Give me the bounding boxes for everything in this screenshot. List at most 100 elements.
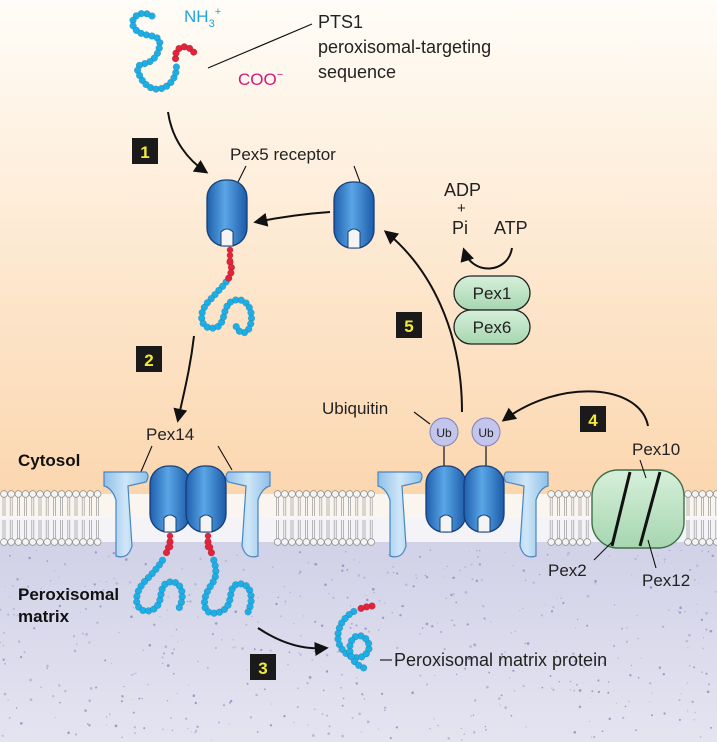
speckle [602,662,605,665]
speckle [89,687,93,690]
speckle [512,565,514,567]
speckle [46,560,49,562]
speckle [573,731,577,734]
arrow-step-3 [257,627,329,656]
speckle [566,575,568,577]
speckle [340,673,343,676]
speckle [714,590,717,593]
speckle [328,593,330,595]
released-matrix-protein [334,602,376,672]
speckle [472,731,476,734]
speckle [443,647,446,651]
speckle [162,728,164,731]
speckle [381,692,384,695]
speckle [54,716,56,718]
speckle [133,673,135,675]
speckle [373,591,375,594]
pts1-bead [226,252,234,259]
speckle [357,574,361,577]
speckle [299,570,302,573]
speckle [474,699,477,702]
step-badge-1: 1 [132,138,158,164]
speckle [72,635,76,638]
speckle [269,649,272,652]
speckle [320,624,324,627]
speckle [636,554,639,557]
matrix-label-line1: Peroxisomal [18,585,119,604]
speckle [608,717,611,721]
speckle [209,572,211,575]
speckle [199,557,202,560]
step-number-5: 5 [404,317,413,336]
step-number-4: 4 [588,411,598,430]
speckle [166,664,170,667]
speckle [707,550,710,553]
speckle [341,569,344,572]
speckle [128,581,132,584]
speckle [625,640,629,643]
speckle [694,711,696,713]
speckle [445,597,448,600]
speckle [115,582,118,585]
speckle [464,566,467,569]
speckle [167,595,170,598]
speckle [1,734,4,737]
chain-bead [162,548,171,557]
speckle [284,600,287,603]
speckle [573,689,576,692]
speckle [450,593,453,597]
speckle [88,699,92,703]
speckle [476,555,480,559]
speckle [384,602,386,604]
speckle [634,557,637,561]
step-number-3: 3 [258,659,267,678]
speckle [99,605,102,608]
arrow-step-2 [173,335,195,423]
speckle [46,667,48,670]
speckle [9,554,11,557]
speckle [438,659,441,662]
speckle [176,692,178,694]
speckle [3,662,7,665]
speckle [113,577,116,580]
speckle [711,554,714,558]
speckle [12,607,15,610]
speckle [395,665,397,667]
speckle [106,716,108,718]
speckle [40,587,42,589]
chain-bead [207,549,216,557]
speckle [431,625,434,628]
speckle [133,607,135,609]
speckle [705,628,708,631]
speckle [510,632,513,634]
speckle [0,608,2,611]
speckle [551,687,553,690]
speckle [555,650,558,653]
speckle [336,650,340,653]
speckle [360,731,362,733]
arrow-step-1 [167,111,209,174]
speckle [134,732,136,734]
speckle [245,623,248,626]
speckle [386,571,389,574]
speckle [121,736,124,739]
speckle [214,622,218,625]
pts1-bead [204,543,212,550]
adp-label: ADP [444,180,481,200]
speckle [84,709,87,712]
speckle [378,728,380,730]
speckle [679,606,682,609]
speckle [171,652,174,655]
speckle [637,676,640,679]
speckle [143,727,146,730]
speckle [251,615,253,618]
speckle [114,724,118,728]
speckle [419,674,422,677]
speckle [607,691,610,694]
speckle [635,729,637,731]
speckle [181,568,183,570]
speckle [466,623,469,626]
speckle [701,671,703,674]
speckle [341,564,345,568]
speckle [249,716,253,719]
